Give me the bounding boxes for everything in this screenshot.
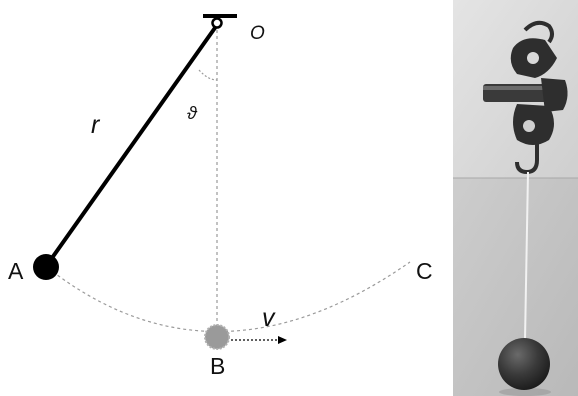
angle-arc [198,69,218,81]
clamp-hole-2 [523,120,535,132]
clamp-right-block [541,78,568,112]
velocity-arrow-head [278,336,287,344]
label-pivot-o: O [250,23,265,44]
label-point-c: C [416,258,433,284]
label-velocity-v: v [262,304,275,332]
pendulum-diagram [33,14,411,350]
pendulum-string [45,23,219,267]
bob-a [33,254,59,280]
bob-b [204,324,230,350]
clamp-hole-1 [527,52,539,64]
pendulum-photo [453,0,578,396]
swing-arc [47,261,411,333]
photo-string [524,171,529,341]
label-point-b: B [210,353,226,379]
label-angle-theta: ϑ [187,103,197,123]
photo-ball [498,338,550,390]
pivot-ring [211,17,223,29]
clamp-bar-highlight [483,86,553,90]
label-point-a: A [8,258,24,284]
photo-ball-shadow [499,388,551,396]
clamp-top-hook [523,20,554,44]
label-length-r: r [91,111,100,139]
